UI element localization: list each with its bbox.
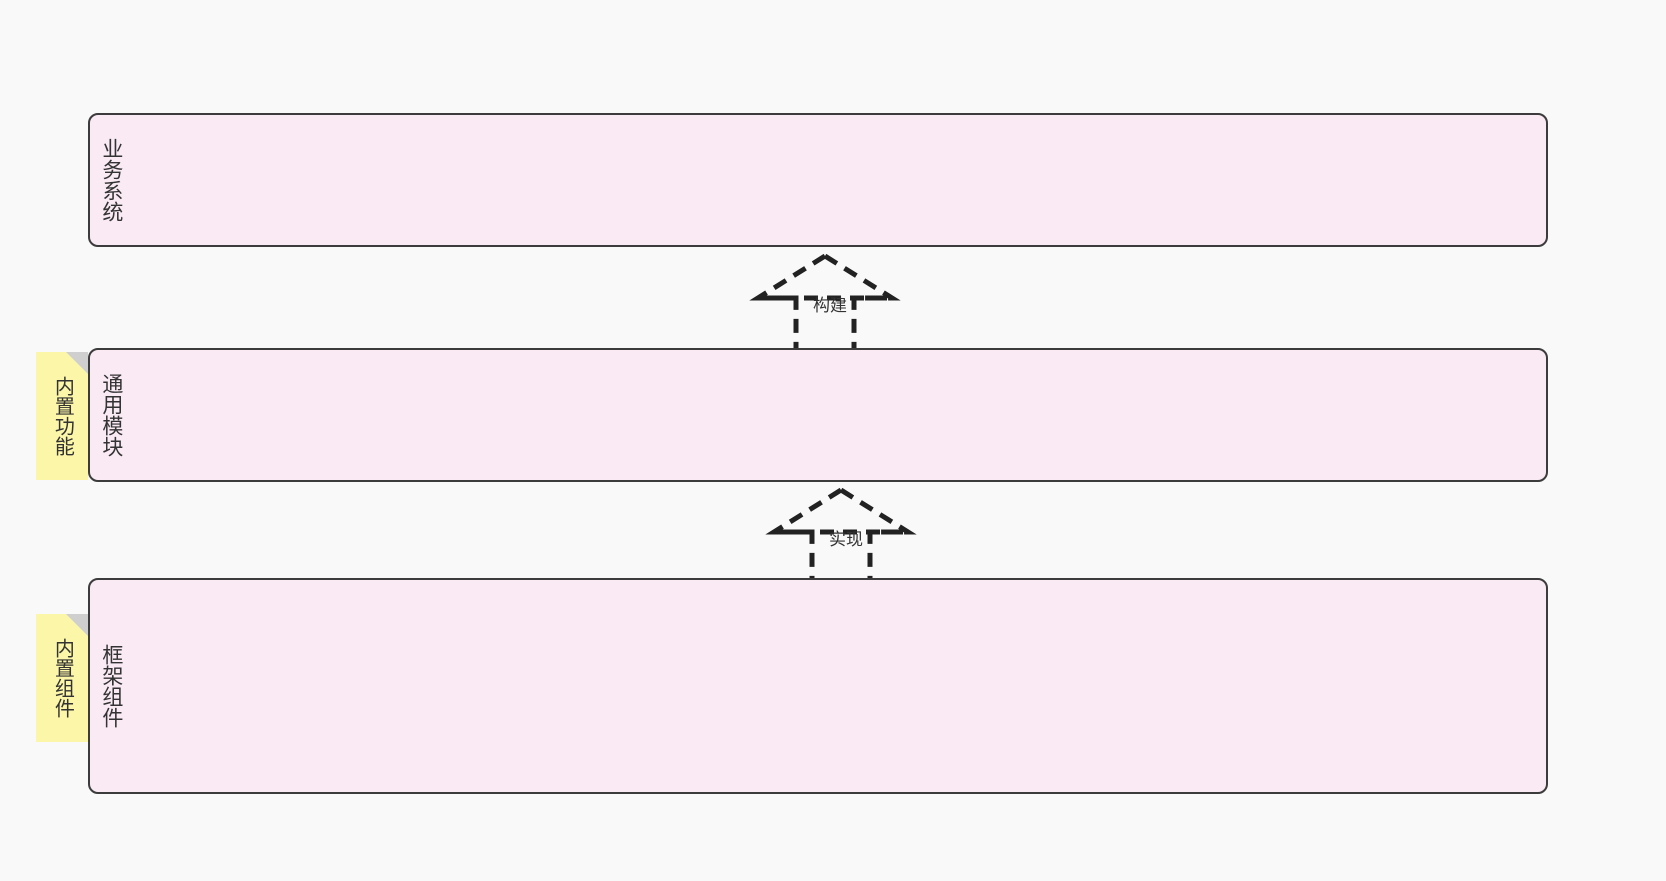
- band-common-modules: 通用模块: [88, 348, 1548, 482]
- band-body-business-systems: [132, 115, 1546, 245]
- sticky-fold-icon: [66, 352, 88, 374]
- sticky-note-builtin-components: 内置组件: [36, 614, 88, 742]
- sticky-fold-icon: [66, 614, 88, 636]
- sticky-note-label: 内置功能: [51, 376, 74, 456]
- arrow-implement: [765, 487, 917, 584]
- band-body-common-modules: [132, 350, 1546, 480]
- sticky-note-builtin-features: 内置功能: [36, 352, 88, 480]
- sticky-note-label: 内置组件: [51, 638, 74, 718]
- arrow-build-label: 构建: [813, 296, 847, 315]
- band-business-systems: 业务系统: [88, 113, 1548, 247]
- band-title-business-systems: 业务系统: [99, 138, 123, 222]
- arrow-build: [749, 253, 901, 350]
- arrow-implement-label: 实现: [829, 530, 863, 549]
- band-framework-components: 框架组件: [88, 578, 1548, 794]
- band-body-framework-components: [132, 580, 1546, 792]
- band-title-framework-components: 框架组件: [99, 644, 123, 728]
- band-title-common-modules: 通用模块: [99, 373, 123, 457]
